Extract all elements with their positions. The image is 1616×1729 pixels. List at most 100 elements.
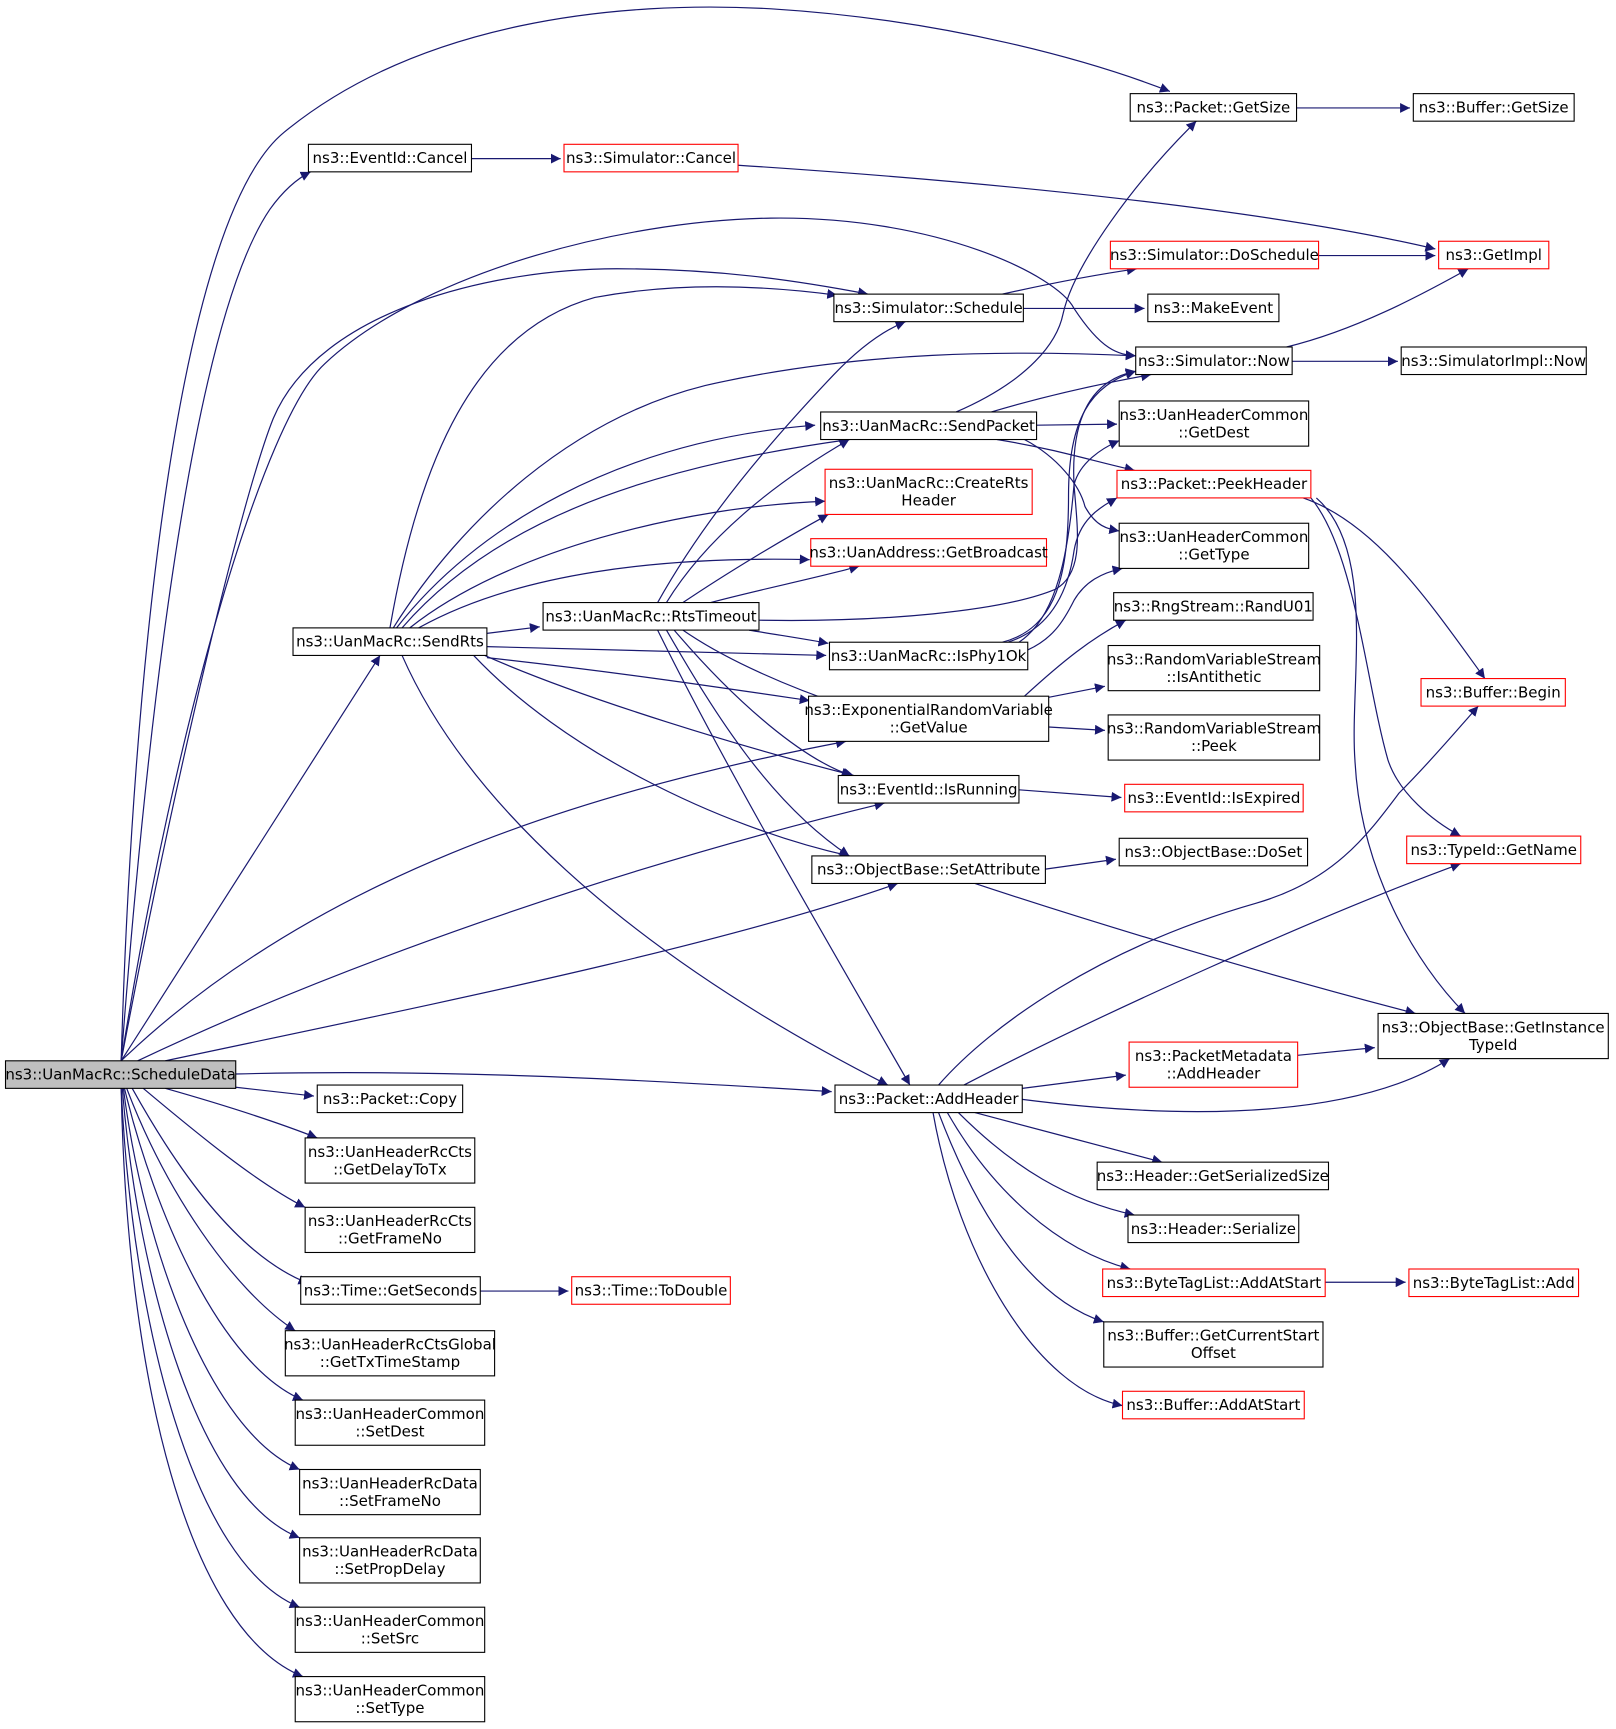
node-getsize[interactable]: ns3::Packet::GetSize xyxy=(1129,93,1298,122)
node-box xyxy=(1408,1268,1580,1298)
edge-sendpacket-gettype xyxy=(1024,440,1119,535)
node-label: ns3::UanHeaderRcCtsGlobal xyxy=(284,1336,496,1354)
node-box xyxy=(1420,678,1566,707)
node-box xyxy=(820,411,1038,441)
node-settype[interactable]: ns3::UanHeaderCommon::SetType xyxy=(294,1676,486,1723)
node-peek[interactable]: ns3::RandomVariableStream::Peek xyxy=(1107,714,1321,761)
edges xyxy=(121,7,1485,1678)
node-setframeno[interactable]: ns3::UanHeaderRcData::SetFrameNo xyxy=(299,1468,481,1516)
node-getserial[interactable]: ns3::Header::GetSerializedSize xyxy=(1096,1161,1330,1191)
node-label: ns3::UanHeaderRcCts xyxy=(308,1212,472,1230)
node-bufgetsize[interactable]: ns3::Buffer::GetSize xyxy=(1412,93,1575,122)
node-implnow[interactable]: ns3::SimulatorImpl::Now xyxy=(1400,346,1587,376)
node-getdelay[interactable]: ns3::UanHeaderRcCts::GetDelayToTx xyxy=(304,1137,476,1184)
node-isexpired[interactable]: ns3::EventId::IsExpired xyxy=(1124,783,1304,813)
node-getname[interactable]: ns3::TypeId::GetName xyxy=(1406,835,1582,865)
node-label: ns3::UanHeaderCommon xyxy=(1120,528,1309,546)
node-box xyxy=(1128,1041,1299,1088)
node-isantithetic[interactable]: ns3::RandomVariableStream::IsAntithetic xyxy=(1107,644,1321,692)
node-getbroadcast[interactable]: ns3::UanAddress::GetBroadcast xyxy=(809,538,1048,567)
node-copy[interactable]: ns3::Packet::Copy xyxy=(316,1084,464,1114)
edge-simcancel-getimpl xyxy=(738,165,1435,252)
node-schedule[interactable]: ns3::Simulator::Schedule xyxy=(833,293,1024,323)
node-gettxts[interactable]: ns3::UanHeaderRcCtsGlobal::GetTxTimeStam… xyxy=(284,1330,496,1377)
node-serialize[interactable]: ns3::Header::Serialize xyxy=(1127,1214,1300,1244)
node-sendrts[interactable]: ns3::UanMacRc::SendRts xyxy=(292,627,488,656)
node-getseconds[interactable]: ns3::Time::GetSeconds xyxy=(300,1276,481,1305)
edge-sendrts-getbroadcast xyxy=(419,554,810,628)
node-expgetvalue[interactable]: ns3::ExponentialRandomVariable::GetValue xyxy=(804,695,1053,742)
node-setsrc[interactable]: ns3::UanHeaderCommon::SetSrc xyxy=(294,1606,486,1653)
node-label: ::IsAntithetic xyxy=(1166,668,1261,686)
edge-sendrts-expgetvalue xyxy=(487,658,810,705)
node-setprop[interactable]: ns3::UanHeaderRcData::SetPropDelay xyxy=(299,1537,481,1584)
edge-root-setprop xyxy=(122,1088,299,1539)
node-label: ns3::Time::ToDouble xyxy=(575,1281,728,1299)
node-gettype[interactable]: ns3::UanHeaderCommon::GetType xyxy=(1118,522,1310,569)
node-label: ns3::ObjectBase::GetInstance xyxy=(1382,1018,1605,1036)
node-setdest[interactable]: ns3::UanHeaderCommon::SetDest xyxy=(294,1399,486,1446)
node-label: ns3::Header::Serialize xyxy=(1131,1220,1296,1238)
node-peekheader[interactable]: ns3::Packet::PeekHeader xyxy=(1116,469,1312,499)
node-box xyxy=(1103,1321,1324,1368)
node-randu01[interactable]: ns3::RngStream::RandU01 xyxy=(1113,592,1314,621)
node-metaadd[interactable]: ns3::PacketMetadata::AddHeader xyxy=(1128,1041,1299,1088)
node-tagadd2[interactable]: ns3::ByteTagList::Add xyxy=(1408,1268,1580,1298)
node-box xyxy=(1107,714,1321,761)
node-box xyxy=(1113,592,1314,621)
node-makeevent[interactable]: ns3::MakeEvent xyxy=(1147,293,1280,323)
node-label: ns3::EventId::IsExpired xyxy=(1127,789,1300,807)
edge-root-sendrts xyxy=(121,655,380,1060)
node-sendpacket[interactable]: ns3::UanMacRc::SendPacket xyxy=(820,411,1038,441)
node-box xyxy=(1135,346,1293,376)
node-box xyxy=(808,695,1050,742)
node-box xyxy=(294,1606,486,1653)
node-bufaddstart[interactable]: ns3::Buffer::AddAtStart xyxy=(1121,1390,1305,1420)
node-root[interactable]: ns3::UanMacRc::ScheduleData xyxy=(4,1060,237,1089)
node-getdest[interactable]: ns3::UanHeaderCommon::GetDest xyxy=(1118,400,1310,447)
edge-setattr-getinst xyxy=(975,883,1416,1016)
node-simcancel[interactable]: ns3::Simulator::Cancel xyxy=(563,143,739,173)
node-isrunning[interactable]: ns3::EventId::IsRunning xyxy=(837,774,1020,804)
edge-peekheader-getname xyxy=(1311,498,1461,836)
node-doset[interactable]: ns3::ObjectBase::DoSet xyxy=(1118,837,1309,867)
node-box xyxy=(810,538,1048,567)
node-box xyxy=(292,627,488,656)
edge-sendrts-rtstimeout xyxy=(487,623,540,634)
edge-root-gettxts xyxy=(127,1088,296,1330)
node-box xyxy=(316,1084,464,1114)
node-getimpl[interactable]: ns3::GetImpl xyxy=(1438,240,1550,270)
node-rtstimeout[interactable]: ns3::UanMacRc::RtsTimeout xyxy=(542,602,760,631)
edge-expgetvalue-peek xyxy=(1049,724,1105,735)
node-getframeno[interactable]: ns3::UanHeaderRcCts::GetFrameNo xyxy=(304,1206,476,1254)
node-evcancel[interactable]: ns3::EventId::Cancel xyxy=(307,143,473,173)
edge-peekheader-bufbegin xyxy=(1303,498,1485,679)
node-isphy1ok[interactable]: ns3::UanMacRc::IsPhy1Ok xyxy=(828,641,1029,671)
node-bufbegin[interactable]: ns3::Buffer::Begin xyxy=(1420,678,1566,707)
node-box xyxy=(1127,1214,1300,1244)
node-setattr[interactable]: ns3::ObjectBase::SetAttribute xyxy=(811,855,1046,885)
node-label: ns3::UanMacRc::RtsTimeout xyxy=(545,607,756,625)
edge-addheader-bufaddstart xyxy=(933,1113,1122,1409)
edge-sendpacket-getsize xyxy=(956,121,1196,412)
node-box xyxy=(1129,93,1298,122)
node-label: ns3::RngStream::RandU01 xyxy=(1114,597,1313,615)
node-box xyxy=(542,602,760,631)
node-box xyxy=(837,774,1020,804)
edge-addheader-serialize xyxy=(958,1113,1134,1218)
node-label: ns3::Simulator::Schedule xyxy=(835,299,1023,317)
node-addheader[interactable]: ns3::Packet::AddHeader xyxy=(834,1084,1023,1114)
edge-isphy1ok-getdest xyxy=(1019,441,1119,643)
node-label: ns3::Packet::PeekHeader xyxy=(1121,475,1308,493)
node-todouble[interactable]: ns3::Time::ToDouble xyxy=(571,1276,731,1305)
edge-simnow-getimpl xyxy=(1287,269,1469,347)
node-simnow[interactable]: ns3::Simulator::Now xyxy=(1135,346,1293,376)
node-doschedule[interactable]: ns3::Simulator::DoSchedule xyxy=(1109,240,1320,270)
edge-rtstimeout-schedule xyxy=(658,320,906,603)
edge-root-setdest xyxy=(124,1088,302,1401)
node-tagadd[interactable]: ns3::ByteTagList::AddAtStart xyxy=(1102,1268,1326,1298)
node-label: ns3::EventId::IsRunning xyxy=(840,780,1018,798)
